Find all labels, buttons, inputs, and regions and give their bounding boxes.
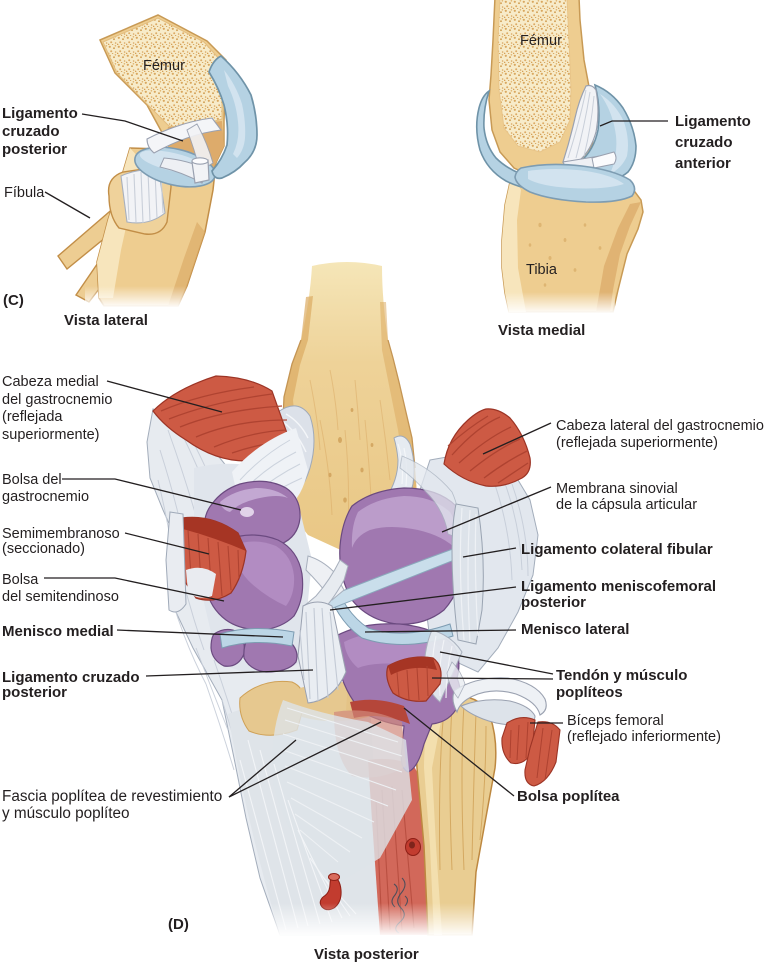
svg-text:Vista lateral: Vista lateral (64, 312, 148, 329)
svg-text:Vista posterior: Vista posterior (314, 946, 419, 963)
svg-text:posterior: posterior (2, 141, 67, 158)
svg-text:anterior: anterior (675, 155, 731, 172)
svg-text:(seccionado): (seccionado) (2, 541, 85, 557)
svg-text:cruzado: cruzado (675, 134, 733, 151)
svg-text:Cabeza medial: Cabeza medial (2, 374, 99, 390)
svg-text:Fémur: Fémur (520, 33, 562, 49)
svg-text:gastrocnemio: gastrocnemio (2, 489, 89, 505)
svg-text:(reflejado inferiormente): (reflejado inferiormente) (567, 729, 721, 745)
svg-text:Ligamento cruzado: Ligamento cruzado (2, 669, 140, 686)
svg-text:y músculo poplíteo: y músculo poplíteo (2, 805, 130, 822)
svg-text:Bolsa poplítea: Bolsa poplítea (517, 788, 620, 805)
svg-text:Ligamento: Ligamento (2, 105, 78, 122)
svg-text:(D): (D) (168, 916, 189, 933)
svg-text:Ligamento colateral fibular: Ligamento colateral fibular (521, 541, 713, 558)
svg-text:superiormente): superiormente) (2, 427, 100, 443)
svg-text:posterior: posterior (2, 684, 67, 701)
svg-text:Semimembranoso: Semimembranoso (2, 526, 120, 542)
svg-text:Bíceps femoral: Bíceps femoral (567, 713, 664, 729)
svg-text:(reflejada: (reflejada (2, 409, 63, 425)
svg-text:de la cápsula articular: de la cápsula articular (556, 497, 697, 513)
svg-text:poplíteos: poplíteos (556, 684, 623, 701)
svg-text:Fémur: Fémur (143, 58, 185, 74)
svg-text:Menisco medial: Menisco medial (2, 623, 114, 640)
svg-text:Fascia poplítea de revestimien: Fascia poplítea de revestimiento (2, 788, 222, 805)
svg-text:del semitendinoso: del semitendinoso (2, 589, 119, 605)
svg-text:posterior: posterior (521, 594, 586, 611)
svg-text:Tibia: Tibia (526, 262, 558, 278)
svg-text:Bolsa del: Bolsa del (2, 472, 62, 488)
svg-text:Menisco lateral: Menisco lateral (521, 621, 629, 638)
svg-text:Vista medial: Vista medial (498, 322, 585, 339)
svg-text:Ligamento meniscofemoral: Ligamento meniscofemoral (521, 578, 716, 595)
svg-text:cruzado: cruzado (2, 123, 60, 140)
svg-text:Cabeza lateral del gastrocnemi: Cabeza lateral del gastrocnemio (556, 418, 764, 434)
svg-text:(C): (C) (3, 292, 24, 309)
svg-text:Membrana sinovial: Membrana sinovial (556, 481, 678, 497)
svg-text:Tendón y músculo: Tendón y músculo (556, 667, 687, 684)
svg-text:Ligamento: Ligamento (675, 113, 751, 130)
svg-text:Bolsa: Bolsa (2, 572, 39, 588)
svg-text:del gastrocnemio: del gastrocnemio (2, 392, 112, 408)
svg-text:Fíbula: Fíbula (4, 185, 45, 201)
svg-text:(reflejada superiormente): (reflejada superiormente) (556, 435, 718, 451)
